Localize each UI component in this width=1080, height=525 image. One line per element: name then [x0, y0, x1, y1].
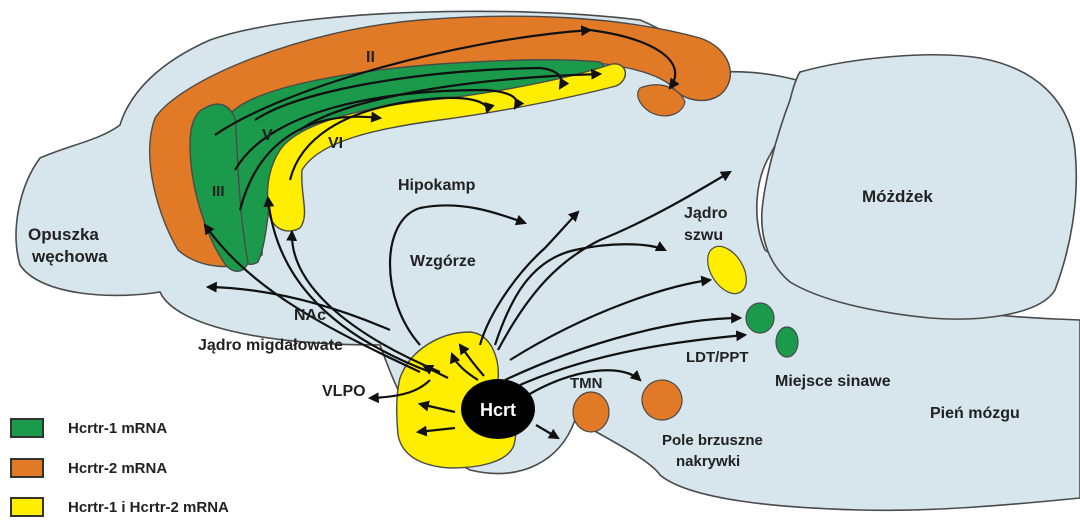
locus-coeruleus-nucleus [776, 327, 798, 357]
tmn-nucleus [573, 392, 609, 432]
nac-label: NAc [294, 307, 326, 324]
layer-iii-label: III [212, 183, 225, 200]
legend-item: Hcrtr-2 mRNA [10, 455, 167, 481]
brainstem-label: Pień mózgu [930, 405, 1020, 422]
layer-vi-label: VI [328, 135, 343, 152]
legend-item: Hcrtr-1 mRNA [10, 415, 167, 441]
layer-v-label: V [262, 127, 273, 144]
cerebellum-label: Móżdżek [862, 187, 933, 206]
legend-label: Hcrtr-2 mRNA [68, 460, 167, 477]
hcrt-label: Hcrt [480, 400, 516, 420]
amygdala-label: Jądro migdałowate [198, 337, 343, 354]
legend-item: Hcrtr-1 i Hcrtr-2 mRNA [10, 494, 229, 520]
yellow-swatch [10, 497, 44, 517]
locus-coeruleus-label: Miejsce sinawe [775, 373, 891, 390]
ldt-ppt-nucleus [746, 303, 774, 333]
vlpo-label: VLPO [322, 383, 366, 400]
orange-swatch [10, 458, 44, 478]
green-swatch [10, 418, 44, 438]
legend-label: Hcrtr-1 i Hcrtr-2 mRNA [68, 499, 229, 516]
raphe-label-1: Jądro [684, 205, 728, 222]
ldt-ppt-label: LDT/PPT [686, 349, 749, 366]
vta-label-1: Pole brzuszne [662, 432, 763, 449]
olfactory-bulb-label-2: węchowa [31, 247, 108, 266]
legend-label: Hcrtr-1 mRNA [68, 420, 167, 437]
vta-label-2: nakrywki [676, 453, 740, 470]
raphe-label-2: szwu [684, 227, 723, 244]
olfactory-bulb-label-1: Opuszka [28, 225, 99, 244]
thalamus-label: Wzgórze [410, 253, 476, 270]
hippocampus-label: Hipokamp [398, 177, 476, 194]
tmn-label: TMN [570, 375, 603, 392]
layer-ii-label: II [366, 49, 375, 66]
